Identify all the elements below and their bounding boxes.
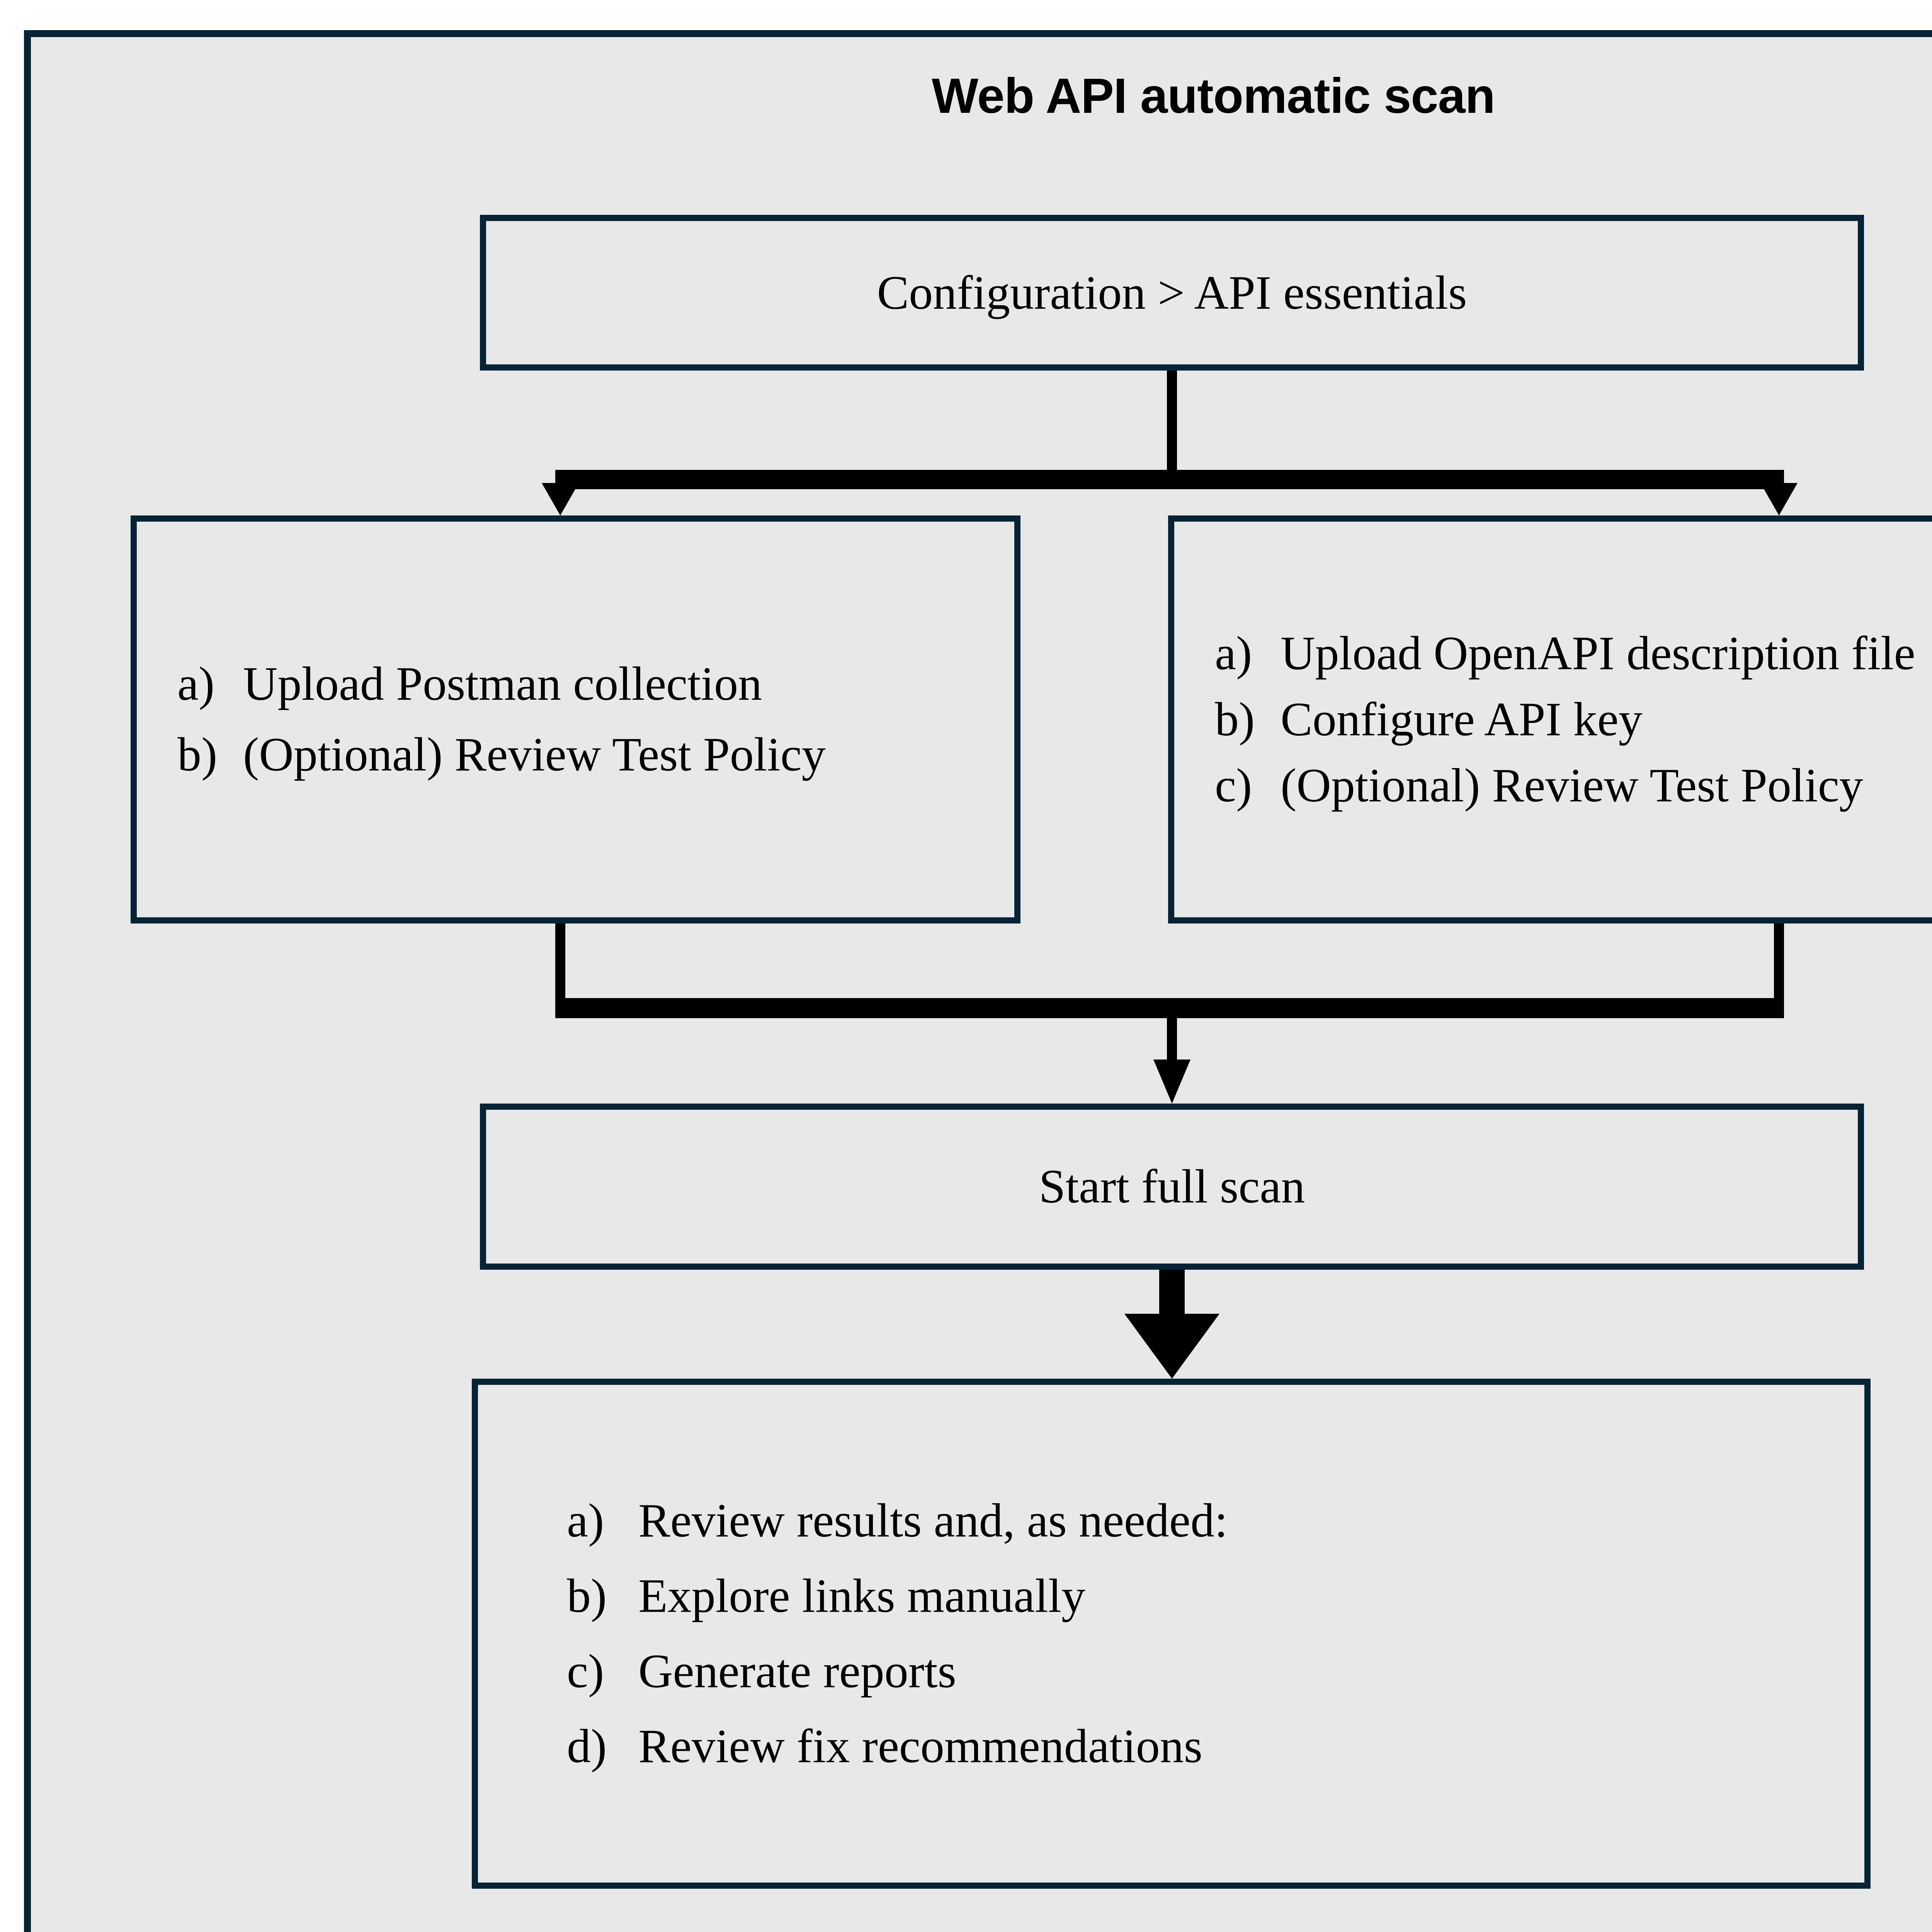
step-marker: a) xyxy=(1215,626,1252,680)
node-configuration-label: Configuration > API essentials xyxy=(877,266,1467,319)
step-text: Review fix recommendations xyxy=(638,1719,1203,1773)
step-marker: a) xyxy=(567,1494,604,1547)
list-item: c) Generate reports xyxy=(567,1643,1864,1700)
step-text: Review results and, as needed: xyxy=(638,1494,1228,1547)
step-marker: c) xyxy=(567,1645,604,1697)
node-configuration[interactable]: Configuration > API essentials xyxy=(480,215,1864,371)
step-text: Generate reports xyxy=(638,1645,956,1697)
list-item: b) Explore links manually xyxy=(567,1567,1864,1625)
step-marker: c) xyxy=(1215,759,1252,812)
step-marker: b) xyxy=(177,728,218,781)
step-text: Upload Postman collection xyxy=(243,657,762,711)
list-item: a) Upload OpenAPI description file xyxy=(1215,625,1932,682)
openapi-branch-step-list: a) Upload OpenAPI description file b) Co… xyxy=(1174,625,1932,814)
node-start-scan[interactable]: Start full scan xyxy=(480,1104,1864,1270)
node-results[interactable]: a) Review results and, as needed: b) Exp… xyxy=(472,1379,1871,1889)
step-text: Upload OpenAPI description file xyxy=(1281,626,1915,680)
step-marker: b) xyxy=(1215,692,1255,746)
step-text: (Optional) Review Test Policy xyxy=(243,728,826,781)
node-postman-branch[interactable]: a) Upload Postman collection b) (Optiona… xyxy=(131,515,1020,923)
list-item: a) Upload Postman collection xyxy=(177,655,1014,713)
list-item: b) (Optional) Review Test Policy xyxy=(177,726,1014,784)
step-marker: d) xyxy=(567,1719,607,1773)
node-openapi-branch[interactable]: a) Upload OpenAPI description file b) Co… xyxy=(1168,515,1932,923)
node-start-scan-label: Start full scan xyxy=(1039,1160,1305,1213)
list-item: b) Configure API key xyxy=(1215,691,1932,748)
step-text: (Optional) Review Test Policy xyxy=(1281,759,1863,812)
page-title: Web API automatic scan xyxy=(932,68,1495,124)
list-item: c) (Optional) Review Test Policy xyxy=(1215,757,1932,814)
step-marker: a) xyxy=(177,657,215,711)
list-item: a) Review results and, as needed: xyxy=(567,1492,1864,1549)
step-marker: b) xyxy=(567,1569,607,1622)
postman-branch-step-list: a) Upload Postman collection b) (Optiona… xyxy=(137,655,1014,784)
step-text: Configure API key xyxy=(1281,692,1643,746)
list-item: d) Review fix recommendations xyxy=(567,1718,1864,1776)
results-step-list: a) Review results and, as needed: b) Exp… xyxy=(478,1492,1864,1775)
step-text: Explore links manually xyxy=(638,1569,1086,1622)
